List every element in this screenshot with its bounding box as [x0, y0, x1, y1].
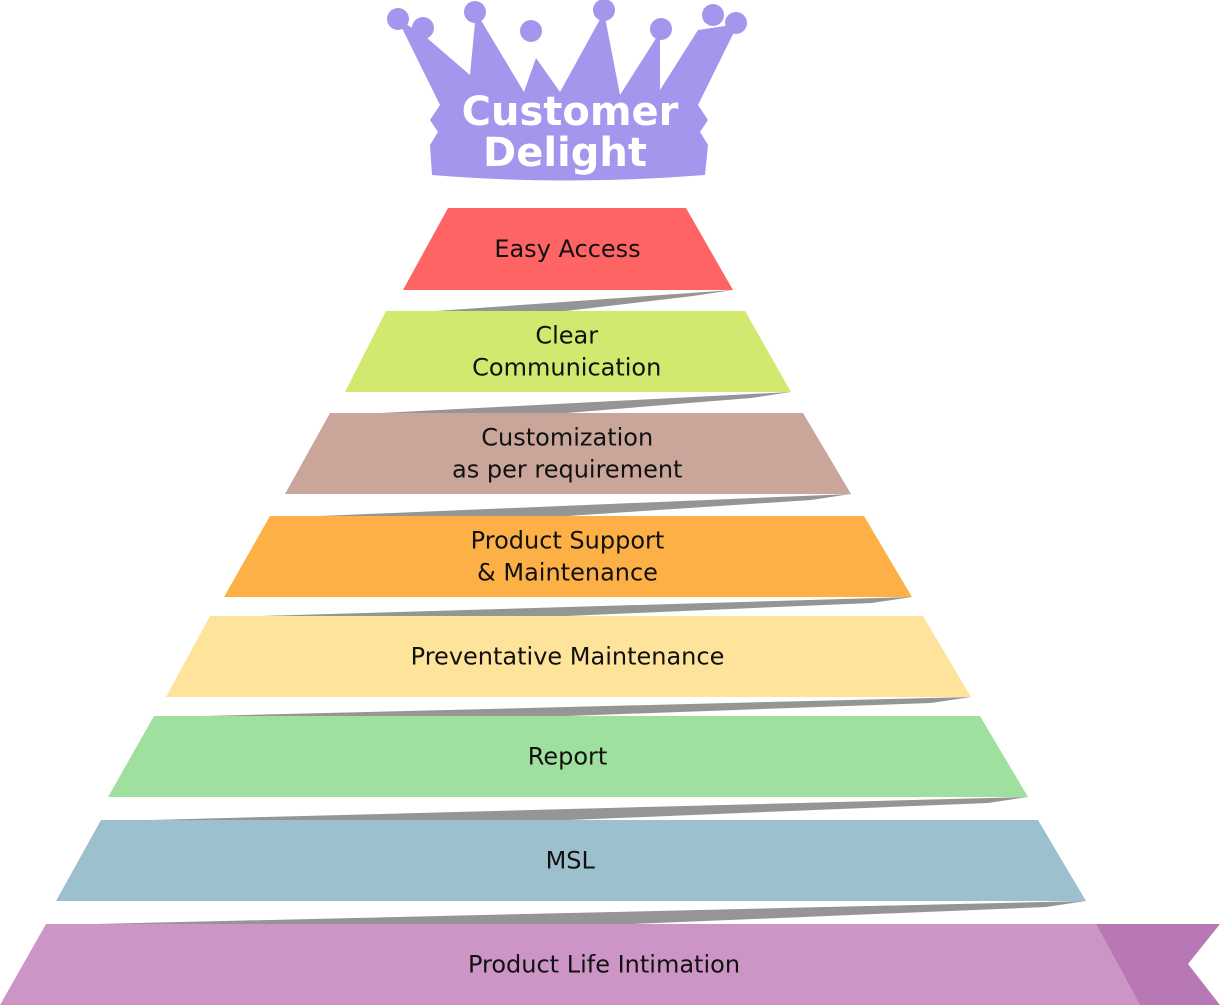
title-line-1: Customer: [462, 89, 679, 135]
connectors-layer: [96, 290, 1086, 924]
ribbon-tail: [1096, 924, 1220, 1005]
crown-jewel: [412, 17, 434, 39]
title-line-2: Delight: [483, 130, 647, 176]
connector-band: [320, 494, 851, 516]
pyramid-level: Report: [108, 716, 1028, 797]
level-label: Product Life Intimation: [468, 951, 740, 979]
crown-jewel: [593, 0, 615, 21]
level-shape: [56, 820, 1086, 901]
level-label: Preventative Maintenance: [411, 643, 725, 671]
crown-shape: [398, 12, 738, 181]
level-shape: [285, 413, 851, 494]
connector-band: [151, 797, 1028, 820]
pyramid-level: Customization as per requirement: [285, 413, 851, 494]
crown-jewel: [650, 18, 672, 40]
crown-jewel: [520, 20, 542, 42]
level-shape: [224, 516, 912, 597]
crown-jewel: [464, 1, 486, 23]
crown-jewel: [725, 12, 747, 34]
pyramid-level: Preventative Maintenance: [166, 616, 971, 697]
level-label: MSL: [546, 847, 596, 875]
level-shape: [345, 311, 791, 392]
level-label: Report: [528, 743, 608, 771]
pyramid-level: MSL: [56, 820, 1086, 901]
crown-jewel: [387, 8, 409, 30]
level-label: & Maintenance: [477, 559, 658, 587]
crown-jewel: [702, 4, 724, 26]
connector-band: [436, 290, 733, 311]
level-label: Customization: [481, 424, 653, 452]
level-label: as per requirement: [452, 456, 682, 484]
level-label: Communication: [472, 354, 661, 382]
level-shape: [403, 208, 733, 290]
level-label: Clear: [535, 322, 598, 350]
connector-band: [204, 697, 971, 716]
pyramid-level: Product Support & Maintenance: [224, 516, 912, 597]
pyramid-level: Product Life Intimation: [0, 924, 1220, 1005]
level-label: Product Support: [471, 527, 665, 555]
level-shape: [108, 716, 1028, 797]
connector-band: [96, 901, 1086, 924]
levels-layer: Easy AccessClearCommunicationCustomizati…: [0, 208, 1220, 1005]
connector-band: [260, 597, 912, 616]
level-shape: [0, 924, 1140, 1005]
level-shape: [166, 616, 971, 697]
level-label: Easy Access: [494, 235, 640, 263]
pyramid-level: Easy Access: [403, 208, 733, 290]
crown-icon: Customer Delight: [387, 0, 747, 181]
connector-band: [380, 392, 791, 413]
